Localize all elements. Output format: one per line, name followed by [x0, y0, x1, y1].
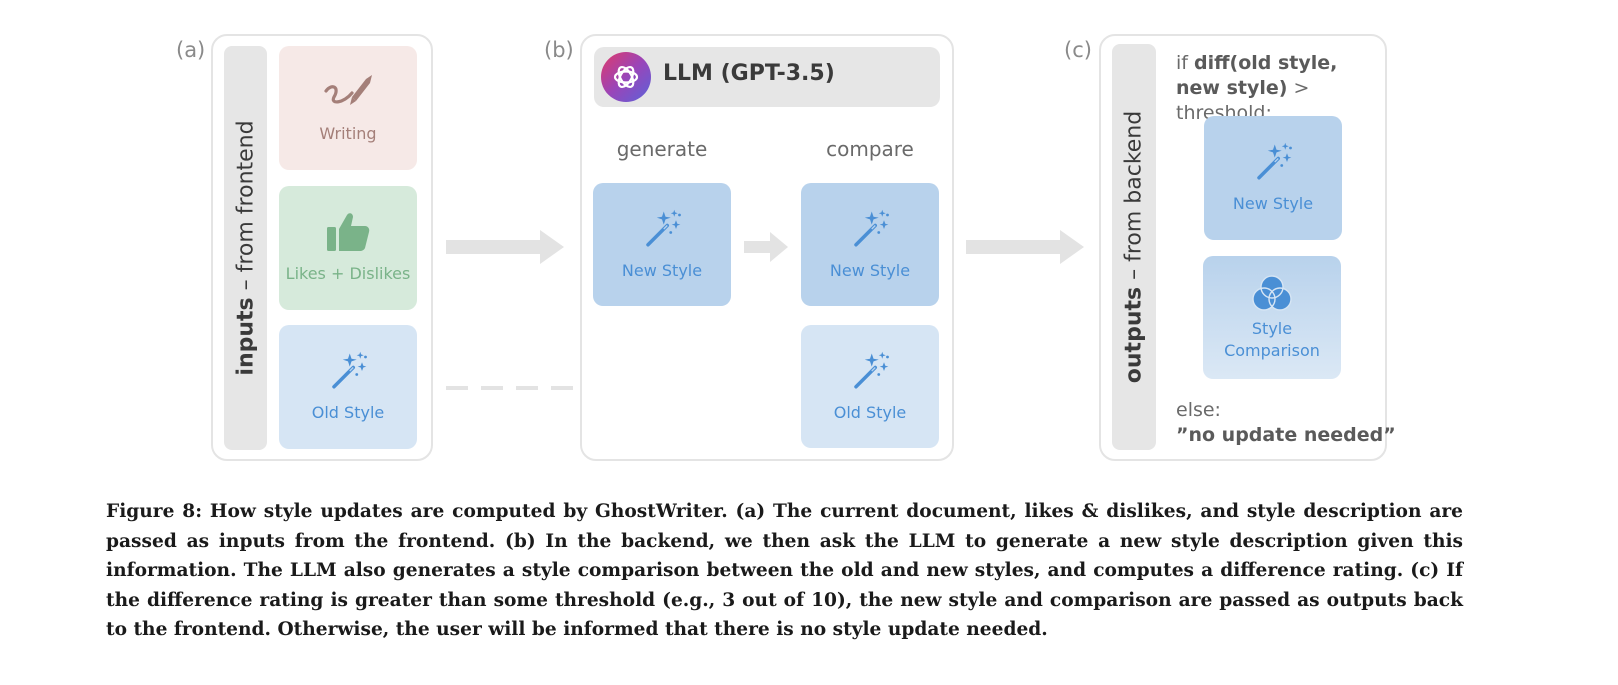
old-style-card-a: Old Style	[279, 325, 417, 449]
compare-old-style-card: Old Style	[801, 325, 939, 448]
else-label: else:	[1176, 399, 1221, 421]
inputs-side-label: inputs – from frontend	[233, 120, 258, 376]
writing-card: Writing	[279, 46, 417, 170]
thumbs-up-icon	[327, 213, 370, 251]
inputs-side-bar: inputs – from frontend	[224, 46, 267, 450]
old-style-label-a: Old Style	[311, 403, 385, 422]
compare-label: compare	[826, 137, 914, 161]
magic-wand-icon	[327, 350, 369, 392]
venn-diagram-icon	[1252, 274, 1292, 311]
llm-header: LLM (GPT-3.5)	[594, 47, 940, 107]
likes-card: Likes + Dislikes	[279, 186, 417, 310]
magic-wand-icon	[849, 208, 891, 250]
magic-wand-icon	[641, 208, 683, 250]
arrow-generate-to-compare	[744, 232, 788, 262]
writing-label: Writing	[319, 124, 377, 143]
generated-new-style-card: New Style	[593, 183, 731, 306]
compare-old-style-label: Old Style	[833, 402, 907, 422]
arrow-inputs-to-llm	[446, 230, 564, 264]
magic-wand-icon	[1252, 141, 1294, 183]
panel-a-label: (a)	[176, 38, 206, 62]
panel-b-label: (b)	[544, 38, 574, 62]
outputs-side-label: outputs – from backend	[1121, 110, 1147, 384]
output-new-style-card: New Style	[1204, 116, 1342, 240]
compare-new-style-label: New Style	[829, 260, 911, 280]
output-new-style-label: New Style	[1232, 194, 1314, 213]
compare-new-style-card: New Style	[801, 183, 939, 306]
magic-wand-icon	[849, 350, 891, 392]
pen-writing-icon	[324, 75, 372, 105]
likes-label: Likes + Dislikes	[285, 264, 411, 283]
figure-caption: Figure 8: How style updates are computed…	[106, 501, 1463, 641]
else-value: ”no update needed”	[1176, 424, 1396, 446]
llm-title: LLM (GPT-3.5)	[663, 61, 835, 86]
outputs-side-bar: outputs – from backend	[1112, 44, 1156, 450]
openai-logo-icon	[601, 52, 651, 102]
arrow-llm-to-outputs	[966, 230, 1084, 264]
generate-label: generate	[616, 137, 708, 161]
generated-new-style-label: New Style	[621, 260, 703, 280]
panel-c-label: (c)	[1064, 38, 1092, 62]
condition-text: if diff(old style, new style) > threshol…	[1176, 52, 1338, 124]
